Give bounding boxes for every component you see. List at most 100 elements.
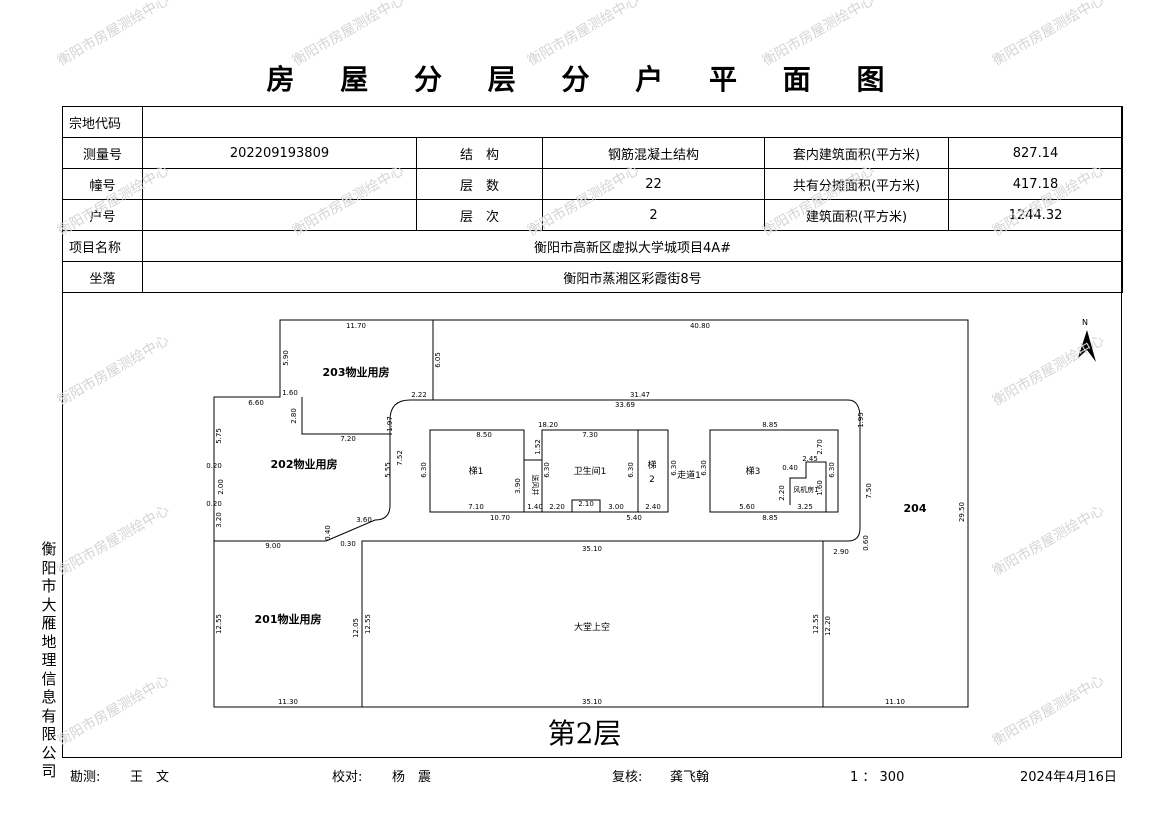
- room-label-202: 202物业用房: [271, 457, 338, 471]
- dim: 2.90: [833, 548, 849, 556]
- dim: 3.60: [356, 516, 372, 524]
- dim: 11.70: [346, 322, 366, 330]
- dim: 11.30: [278, 698, 298, 706]
- dim: 33.69: [615, 401, 635, 409]
- dim: 6.60: [248, 399, 264, 407]
- jiegou-value: 钢筋混凝土结构: [542, 137, 765, 169]
- dim: 3.00: [608, 503, 624, 511]
- gongyou-value: 417.18: [947, 168, 1124, 200]
- dim: 2.80: [290, 408, 298, 424]
- dim: 9.00: [265, 542, 281, 550]
- dim: 8.85: [762, 514, 778, 522]
- side-char: 阳: [41, 558, 57, 577]
- company-vertical-text: 衡 阳 市 大 雁 地 理 信 息 有 限 公 司: [38, 540, 60, 781]
- room-label-stair3: 梯3: [746, 465, 761, 477]
- dim: 18.20: [538, 421, 558, 429]
- side-char: 有: [41, 706, 57, 725]
- dim: 10.70: [490, 514, 510, 522]
- side-char: 衡: [41, 540, 57, 558]
- dim: 35.10: [582, 545, 602, 553]
- dim: 6.30: [828, 462, 836, 478]
- dim: 7.10: [468, 503, 484, 511]
- dim: 5.40: [626, 514, 642, 522]
- side-char: 息: [41, 688, 57, 706]
- dim: 2.70: [816, 439, 824, 455]
- censhu-label: 层 数: [416, 168, 543, 200]
- xiangmu-label: 项目名称: [62, 230, 143, 262]
- room-label-203: 203物业用房: [323, 365, 390, 379]
- dim: 3.20: [215, 512, 223, 528]
- dim: 12.20: [824, 616, 832, 636]
- dim: 2.00: [217, 479, 225, 495]
- zuoluo-value: 衡阳市蒸湘区彩霞街8号: [141, 261, 1124, 293]
- north-label: N: [1082, 318, 1088, 327]
- dim: 3.90: [514, 478, 522, 494]
- room-label-corridor: 走道1: [677, 469, 701, 481]
- surveyor-name: 王 文: [130, 770, 170, 785]
- dim: 12.05: [352, 618, 360, 638]
- dim: 1.40: [527, 503, 543, 511]
- dim: 2.22: [411, 391, 427, 399]
- reviewer-label: 复核:: [612, 770, 643, 785]
- jiegou-label: 结 构: [416, 137, 543, 169]
- dim: 7.52: [396, 450, 404, 466]
- zongdi-label: 宗地代码: [62, 106, 143, 138]
- dim: 2.20: [549, 503, 565, 511]
- dim: 31.47: [630, 391, 650, 399]
- room-label-201: 201物业用房: [255, 612, 322, 626]
- dim: 5.90: [282, 350, 290, 366]
- dim: 11.10: [885, 698, 905, 706]
- proofreader-name: 杨 震: [392, 770, 432, 785]
- dim: 35.10: [582, 698, 602, 706]
- side-char: 信: [41, 669, 57, 688]
- floor-label: 第2层: [547, 717, 622, 750]
- dim: 5.75: [215, 428, 223, 444]
- dim: 6.30: [700, 460, 708, 476]
- dim: 5.55: [384, 462, 392, 478]
- room-label-fan: 风机房1: [793, 485, 818, 494]
- zhuang-label: 幢号: [62, 168, 143, 200]
- dim: 1.60: [816, 480, 824, 496]
- room-label-shaft: 送风井: [531, 475, 540, 496]
- dim: 7.50: [865, 483, 873, 499]
- dim: 0.30: [340, 540, 356, 548]
- side-char: 理: [41, 651, 57, 669]
- cenci-value: 2: [542, 199, 765, 231]
- room-label-204: 204: [904, 502, 927, 515]
- dim: 0.60: [862, 535, 870, 551]
- hu-value: [142, 199, 417, 231]
- dim: 7.30: [582, 431, 598, 439]
- dim: 2.10: [578, 500, 594, 508]
- proofreader-label: 校对:: [332, 770, 363, 785]
- side-char: 大: [41, 595, 57, 614]
- dim: 1.97: [386, 416, 394, 432]
- dim: 0.20: [206, 462, 222, 470]
- dim: 0.20: [206, 500, 222, 508]
- dim: 0.40: [324, 525, 332, 541]
- dim: 12.55: [812, 614, 820, 634]
- north-arrow-icon: [1078, 330, 1096, 362]
- room-fan: [789, 461, 827, 512]
- taonei-label: 套内建筑面积(平方米): [764, 137, 949, 169]
- dim: 8.85: [762, 421, 778, 429]
- dim: 12.55: [215, 614, 223, 634]
- side-char: 限: [41, 725, 57, 743]
- date-text: 2024年4月16日: [1020, 770, 1117, 785]
- side-char: 司: [41, 762, 57, 780]
- room-label-stair2: 梯: [647, 459, 656, 471]
- room-label-stair1: 梯1: [469, 465, 484, 477]
- dim: 8.50: [476, 431, 492, 439]
- dim: 6.05: [434, 352, 442, 368]
- dim: 3.25: [797, 503, 813, 511]
- room-stair3: [709, 429, 839, 513]
- dim: 40.80: [690, 322, 710, 330]
- page-title: 房 屋 分 层 分 户 平 面 图: [266, 63, 903, 96]
- zhuang-value: [142, 168, 417, 200]
- side-char: 公: [41, 743, 57, 762]
- scale-text: 1 ： 300: [850, 770, 905, 785]
- side-char: 市: [41, 577, 57, 595]
- core-outline: [325, 399, 861, 707]
- dim: 5.60: [739, 503, 755, 511]
- wall-203: [279, 320, 434, 435]
- dim: 2.20: [778, 485, 786, 501]
